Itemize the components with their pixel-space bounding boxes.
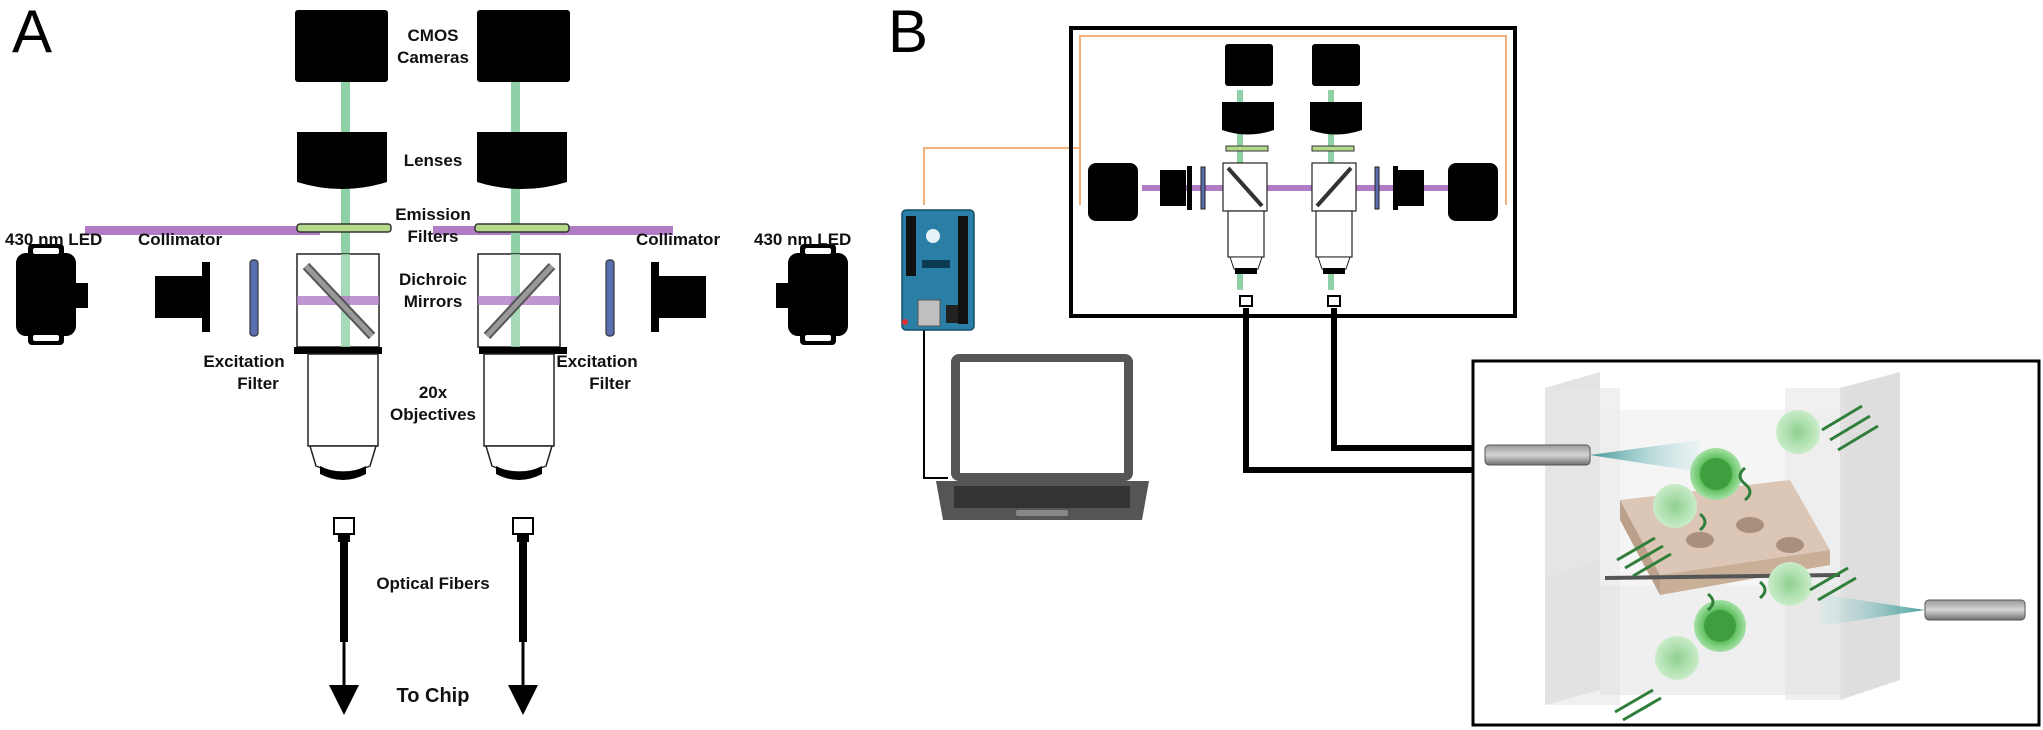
objective-left xyxy=(294,347,382,480)
panel-a: A CMOS Cameras Lenses Emission Filters xyxy=(5,0,851,715)
collimator-right-label: Collimator xyxy=(636,230,720,249)
collimator-left xyxy=(155,262,210,332)
lens-left xyxy=(297,132,387,189)
led-right-label: 430 nm LED xyxy=(754,230,851,249)
to-chip-label: To Chip xyxy=(397,685,470,707)
objectives-label-line1: 20x xyxy=(419,383,448,402)
laptop-cable xyxy=(923,330,948,479)
excitation-filter-left xyxy=(249,259,259,337)
fiber-cable-2 xyxy=(1331,308,1488,451)
cameras-label-line2: Cameras xyxy=(397,48,469,67)
collimator-left-label: Collimator xyxy=(138,230,222,249)
panel-b-letter: B xyxy=(888,0,928,65)
excitation-beam-left xyxy=(85,226,320,235)
excitation-filter-right xyxy=(605,259,615,337)
fiber-cable-1 xyxy=(1243,308,1488,473)
laptop xyxy=(936,354,1149,520)
optical-fiber-left xyxy=(329,517,359,715)
objectives-label-line2: Objectives xyxy=(390,405,476,424)
fibers-label: Optical Fibers xyxy=(376,574,489,593)
lens-right xyxy=(477,132,567,189)
cmos-camera-right xyxy=(477,10,570,82)
usb-cable xyxy=(923,147,1080,205)
led-left xyxy=(16,244,88,345)
dichroic-cube-left xyxy=(296,253,380,348)
lenses-label: Lenses xyxy=(404,151,463,170)
enclosure-optics xyxy=(1088,44,1498,307)
excitation-right-label-line1: Excitation xyxy=(556,352,637,371)
optical-enclosure xyxy=(1069,26,1517,318)
cameras-label-line1: CMOS xyxy=(408,26,459,45)
dichroic-cube-right xyxy=(477,253,561,348)
excitation-left-label-line2: Filter xyxy=(237,374,279,393)
arduino-board xyxy=(901,209,975,331)
chip-inset xyxy=(1471,359,2041,727)
emission-label-line1: Emission xyxy=(395,205,471,224)
panel-b: B xyxy=(888,0,2041,727)
panel-a-letter: A xyxy=(12,0,52,65)
excitation-left-label-line1: Excitation xyxy=(203,352,284,371)
emission-label-line2: Filters xyxy=(407,227,458,246)
collimator-right xyxy=(651,262,706,332)
emission-filter-right xyxy=(474,223,570,233)
objective-right xyxy=(479,347,567,480)
excitation-right-label-line2: Filter xyxy=(589,374,631,393)
led-right xyxy=(776,244,848,345)
dichroic-label-line2: Mirrors xyxy=(404,292,463,311)
dichroic-label-line1: Dichroic xyxy=(399,270,467,289)
led-left-label: 430 nm LED xyxy=(5,230,102,249)
led-cable xyxy=(1079,35,1507,205)
cmos-camera-left xyxy=(295,10,388,82)
emission-filter-left xyxy=(296,223,392,233)
optical-fiber-right xyxy=(508,517,538,715)
